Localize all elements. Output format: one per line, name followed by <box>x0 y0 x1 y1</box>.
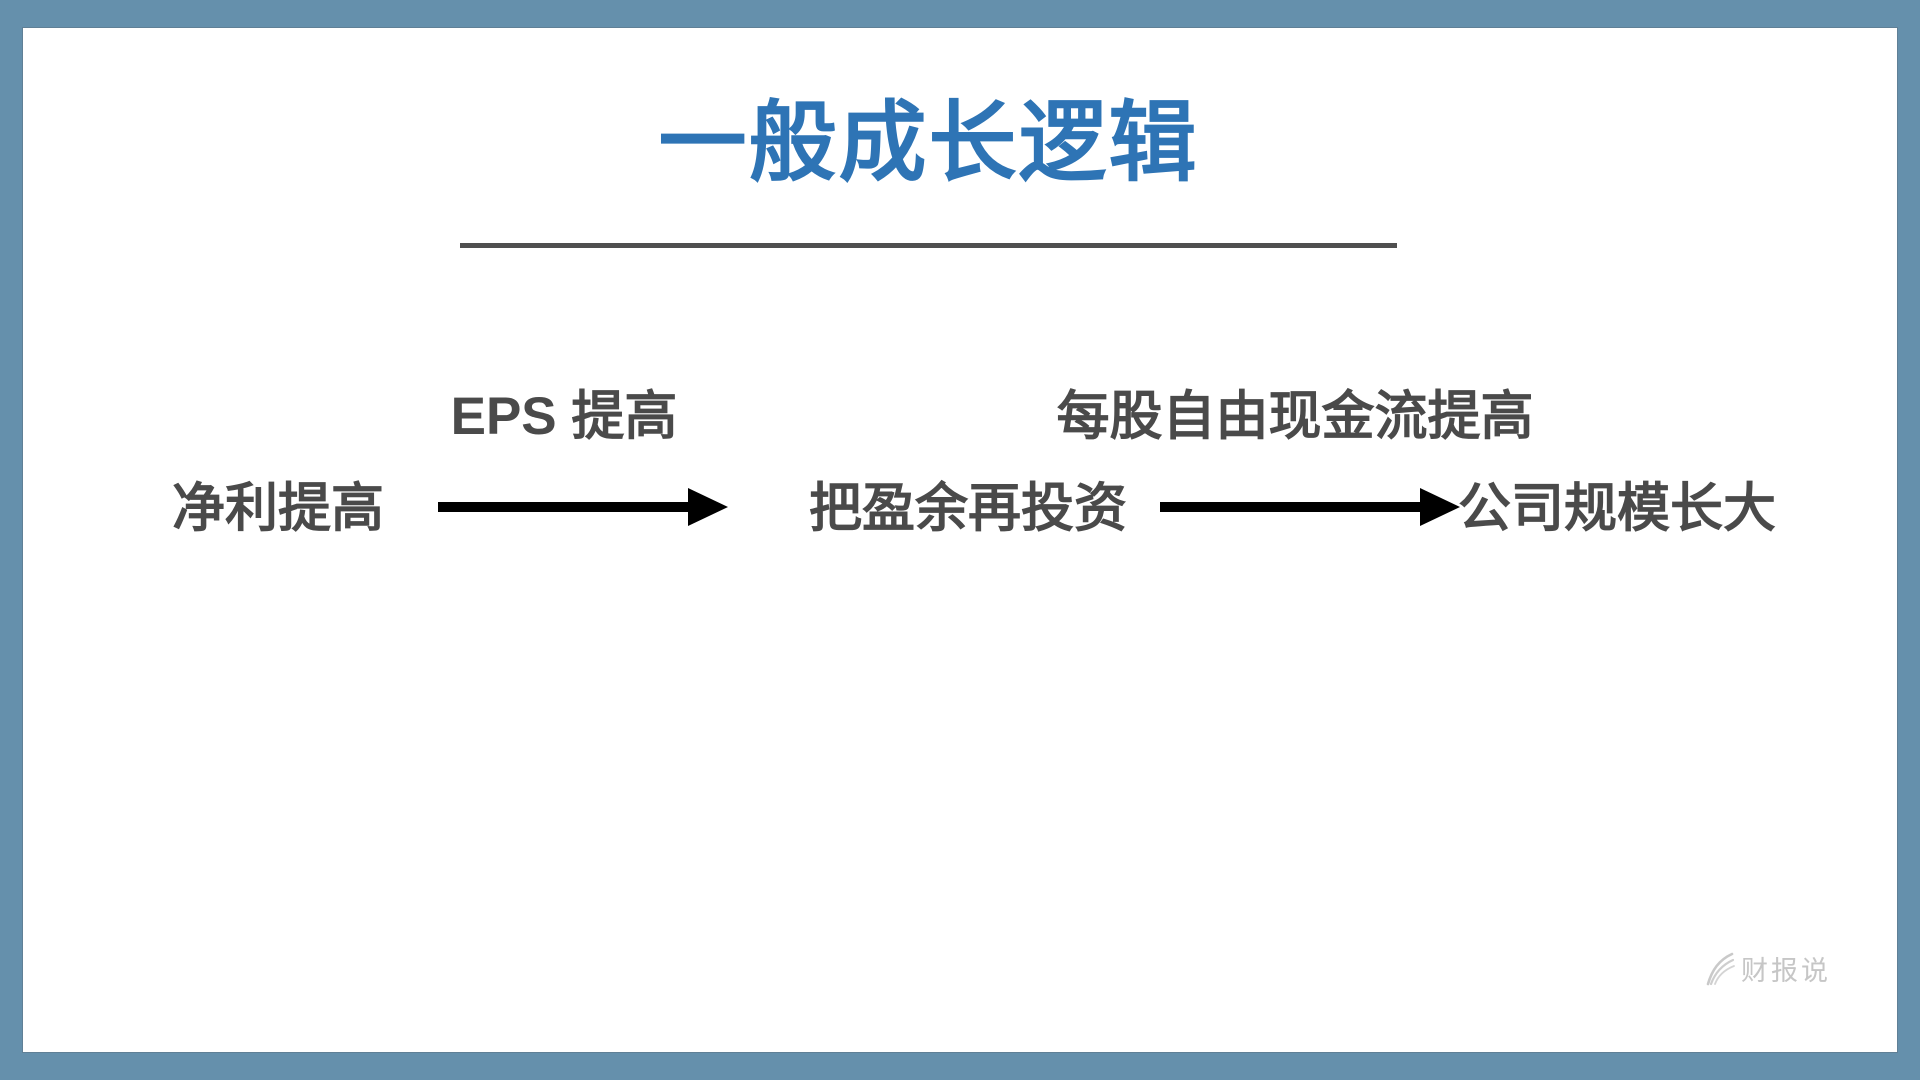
arrow-shaft <box>438 502 694 512</box>
arrow-head <box>688 488 728 526</box>
slide-header: 一般成长逻辑 <box>460 92 1397 248</box>
right-arrow-icon <box>438 488 728 526</box>
right-arrow-icon <box>1160 488 1460 526</box>
watermark-logo: 财报说 <box>1705 949 1831 988</box>
flow-node-company-scale-up: 公司规模长大 <box>1458 479 1776 538</box>
arrow-shaft <box>1160 502 1426 512</box>
slide: 一般成长逻辑 EPS 提高 每股自由现金流提高 净利提高 把盈余再投资 公司规模… <box>23 28 1897 1052</box>
flow-node-net-profit-up: 净利提高 <box>172 479 384 538</box>
arrow-head <box>1420 488 1460 526</box>
arrow-label-fcf-per-share-up: 每股自由现金流提高 <box>1056 387 1534 446</box>
title-divider <box>460 243 1397 248</box>
growth-flow-diagram: EPS 提高 每股自由现金流提高 净利提高 把盈余再投资 公司规模长大 <box>23 28 1897 1052</box>
slide-title: 一般成长逻辑 <box>658 93 1199 192</box>
watermark-text: 财报说 <box>1741 956 1831 986</box>
arrow-label-eps-up: EPS 提高 <box>450 387 678 446</box>
flow-node-reinvest-earnings: 把盈余再投资 <box>809 479 1127 538</box>
swoosh-icon <box>1706 952 1735 985</box>
